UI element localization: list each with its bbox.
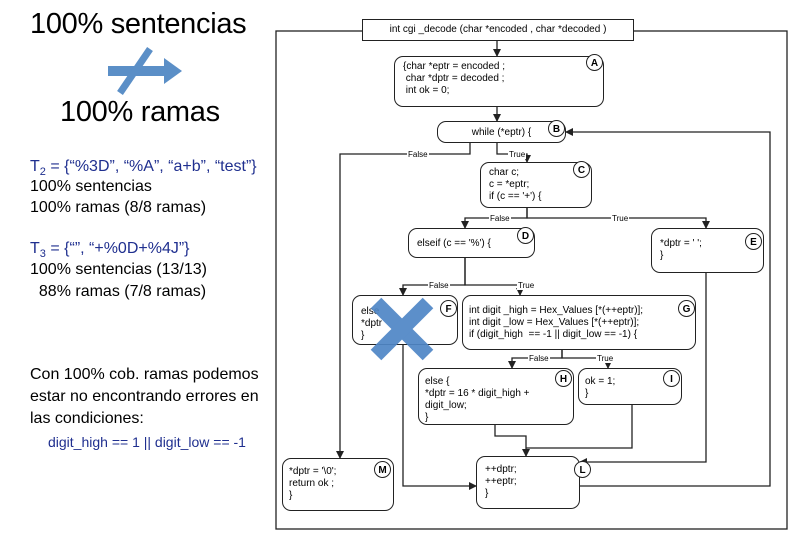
badge-i: I — [663, 370, 680, 387]
badge-m: M — [374, 461, 391, 478]
badge-b: B — [548, 120, 565, 137]
t3-branches: 88% ramas (7/8 ramas) — [30, 283, 207, 300]
node-h: else { *dptr = 16 * digit_high + digit_l… — [418, 368, 574, 425]
t3-sub: 3 — [39, 248, 46, 261]
t2-label: T — [30, 158, 40, 175]
t2-set: = {“%3D”, “%A”, “a+b”, “test”} — [45, 158, 257, 175]
badge-d: D — [517, 227, 534, 244]
note-line-3: las condiciones: — [30, 410, 144, 427]
t2-line: T2 = {“%3D”, “%A”, “a+b”, “test”} — [30, 158, 257, 181]
t3-label: T — [30, 240, 40, 257]
node-a: {char *eptr = encoded ; char *dptr = dec… — [394, 56, 604, 107]
badge-a: A — [586, 54, 603, 71]
node-g: int digit _high = Hex_Values [*(++eptr)]… — [462, 295, 696, 350]
edge-label-d-true: True — [517, 281, 536, 290]
note-line-1: Con 100% cob. ramas podemos — [30, 366, 259, 383]
edge-label-b-false: False — [407, 150, 429, 159]
t3-set: = {“”, “+%0D+%4J”} — [45, 240, 190, 257]
function-header: int cgi _decode (char *encoded , char *d… — [362, 19, 634, 41]
badge-g: G — [678, 300, 695, 317]
badge-c: C — [573, 161, 590, 178]
t3-line: T3 = {“”, “+%0D+%4J”} — [30, 240, 190, 263]
node-b: while (*eptr) { — [437, 121, 566, 143]
badge-h: H — [555, 370, 572, 387]
node-l: ++dptr; ++eptr; } — [476, 456, 580, 509]
badge-f: F — [440, 300, 457, 317]
condition-text: digit_high == 1 || digit_low == -1 — [48, 434, 246, 450]
badge-l: L — [574, 461, 591, 478]
edge-label-d-false: False — [428, 281, 450, 290]
t2-sub: 2 — [39, 166, 46, 179]
heading-sentences: 100% sentencias — [30, 8, 247, 40]
t3-sentences: 100% sentencias (13/13) — [30, 261, 207, 278]
t2-sentences: 100% sentencias — [30, 178, 152, 195]
t2-branches: 100% ramas (8/8 ramas) — [30, 199, 207, 216]
badge-e: E — [745, 233, 762, 250]
node-d: elseif (c == '%') { — [408, 228, 535, 258]
edge-label-g-false: False — [528, 354, 550, 363]
edge-label-c-true: True — [611, 214, 630, 223]
edge-label-g-true: True — [596, 354, 615, 363]
heading-branches: 100% ramas — [60, 96, 220, 128]
edge-label-c-false: False — [489, 214, 511, 223]
node-e: *dptr = ' '; } — [651, 228, 764, 273]
note-line-2: estar no encontrando errores en — [30, 388, 259, 405]
edge-label-b-true: True — [508, 150, 527, 159]
